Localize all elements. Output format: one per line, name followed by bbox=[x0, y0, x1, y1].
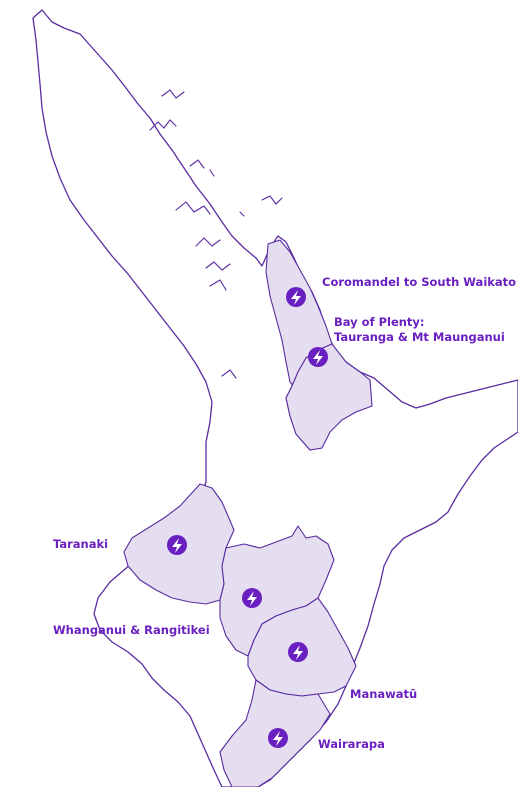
label-bay-of-plenty-line1: Bay of Plenty: bbox=[334, 315, 425, 329]
region-bay-of-plenty[interactable] bbox=[285, 343, 373, 451]
label-wairarapa: Wairarapa bbox=[318, 737, 385, 751]
marker-wairarapa[interactable] bbox=[268, 728, 288, 748]
label-whanganui: Whanganui & Rangitikei bbox=[53, 623, 210, 637]
lightning-bolt-icon bbox=[291, 290, 301, 305]
marker-taranaki[interactable] bbox=[167, 535, 187, 555]
lightning-bolt-icon bbox=[313, 350, 323, 365]
northland-inlets bbox=[149, 89, 283, 379]
marker-whanganui[interactable] bbox=[242, 588, 262, 608]
lightning-bolt-icon bbox=[247, 591, 257, 606]
coastline bbox=[32, 9, 518, 787]
label-bay-of-plenty-line2: Tauranga & Mt Maunganui bbox=[334, 330, 505, 344]
marker-manawatu[interactable] bbox=[288, 642, 308, 662]
lightning-bolt-icon bbox=[172, 538, 182, 553]
lightning-bolt-icon bbox=[273, 731, 283, 746]
label-taranaki: Taranaki bbox=[53, 537, 108, 551]
marker-coromandel[interactable] bbox=[286, 287, 306, 307]
lightning-bolt-icon bbox=[293, 645, 303, 660]
label-coromandel: Coromandel to South Waikato bbox=[322, 275, 516, 289]
marker-bay-of-plenty[interactable] bbox=[308, 347, 328, 367]
label-manawatu: Manawatū bbox=[350, 687, 417, 701]
